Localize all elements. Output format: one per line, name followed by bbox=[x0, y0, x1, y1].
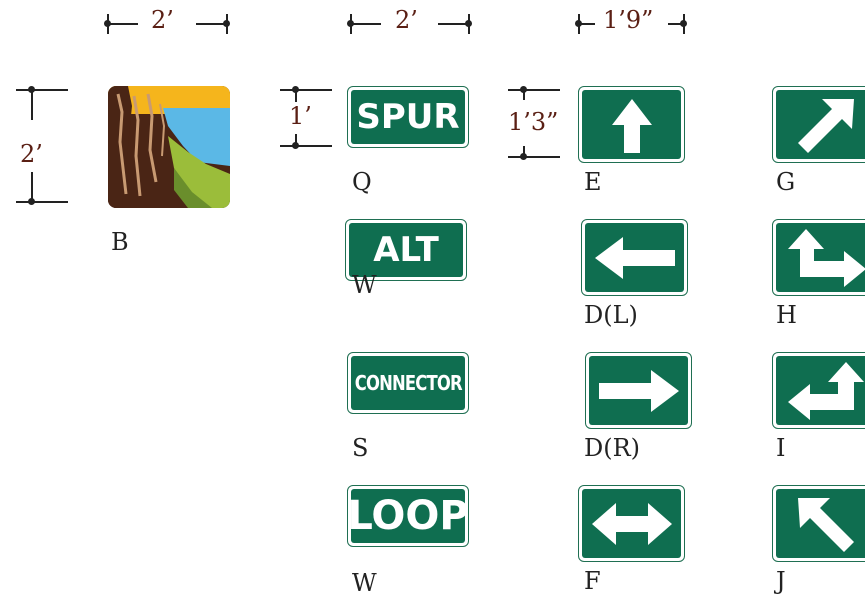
arrow-up-right-sign bbox=[772, 86, 865, 163]
connector-text: CONNECTOR bbox=[354, 371, 461, 395]
arrow-left-then-up-sign bbox=[772, 352, 865, 429]
sign-code-i: I bbox=[776, 436, 785, 460]
dimension-label: 1’9” bbox=[603, 6, 653, 34]
arrow-left-icon bbox=[593, 233, 677, 283]
arrow-up-right-icon bbox=[794, 95, 858, 155]
arrow-left-right-sign bbox=[578, 485, 685, 562]
arrow-up-icon bbox=[602, 95, 662, 155]
arrow-up-sign bbox=[578, 86, 685, 163]
guide-symbol-sign bbox=[108, 86, 230, 208]
dimension-label: 2’ bbox=[151, 6, 174, 34]
sign-code-j: J bbox=[776, 569, 786, 593]
sign-code-q: Q bbox=[352, 170, 372, 194]
arrow-left-then-up-icon bbox=[784, 360, 865, 422]
alt-text: ALT bbox=[373, 230, 439, 270]
cliff-water-icon bbox=[108, 86, 230, 208]
sign-code-g: G bbox=[776, 170, 795, 194]
spur-sign: SPUR bbox=[347, 86, 469, 148]
sign-code-f: F bbox=[584, 569, 601, 593]
arrow-right-sign bbox=[585, 352, 692, 429]
sign-code-e: E bbox=[584, 170, 602, 194]
sign-code-d-right: D(R) bbox=[584, 436, 640, 460]
dimension-label: 2’ bbox=[395, 6, 418, 34]
dimension-label: 1’ bbox=[289, 102, 312, 130]
sign-code-h: H bbox=[776, 303, 797, 327]
arrow-up-left-icon bbox=[794, 494, 858, 554]
spur-text: SPUR bbox=[356, 97, 459, 137]
connector-sign: CONNECTOR bbox=[347, 352, 469, 414]
dimension-label: 1’3” bbox=[508, 108, 558, 136]
arrow-left-sign bbox=[581, 219, 688, 296]
arrow-right-icon bbox=[597, 366, 681, 416]
arrow-up-then-right-sign bbox=[772, 219, 865, 296]
dimension-label: 2’ bbox=[20, 140, 43, 168]
arrow-up-then-right-icon bbox=[784, 227, 865, 289]
sign-code-b: B bbox=[111, 230, 129, 254]
sign-code-d-left: D(L) bbox=[584, 303, 638, 327]
sign-code-s: S bbox=[352, 436, 368, 460]
arrow-up-left-sign bbox=[772, 485, 865, 562]
sign-code-w: W bbox=[352, 571, 377, 595]
loop-text: LOOP bbox=[347, 493, 468, 539]
double-arrow-icon bbox=[590, 499, 674, 549]
loop-sign: LOOP bbox=[347, 485, 469, 547]
sign-code-w: W bbox=[352, 273, 377, 297]
